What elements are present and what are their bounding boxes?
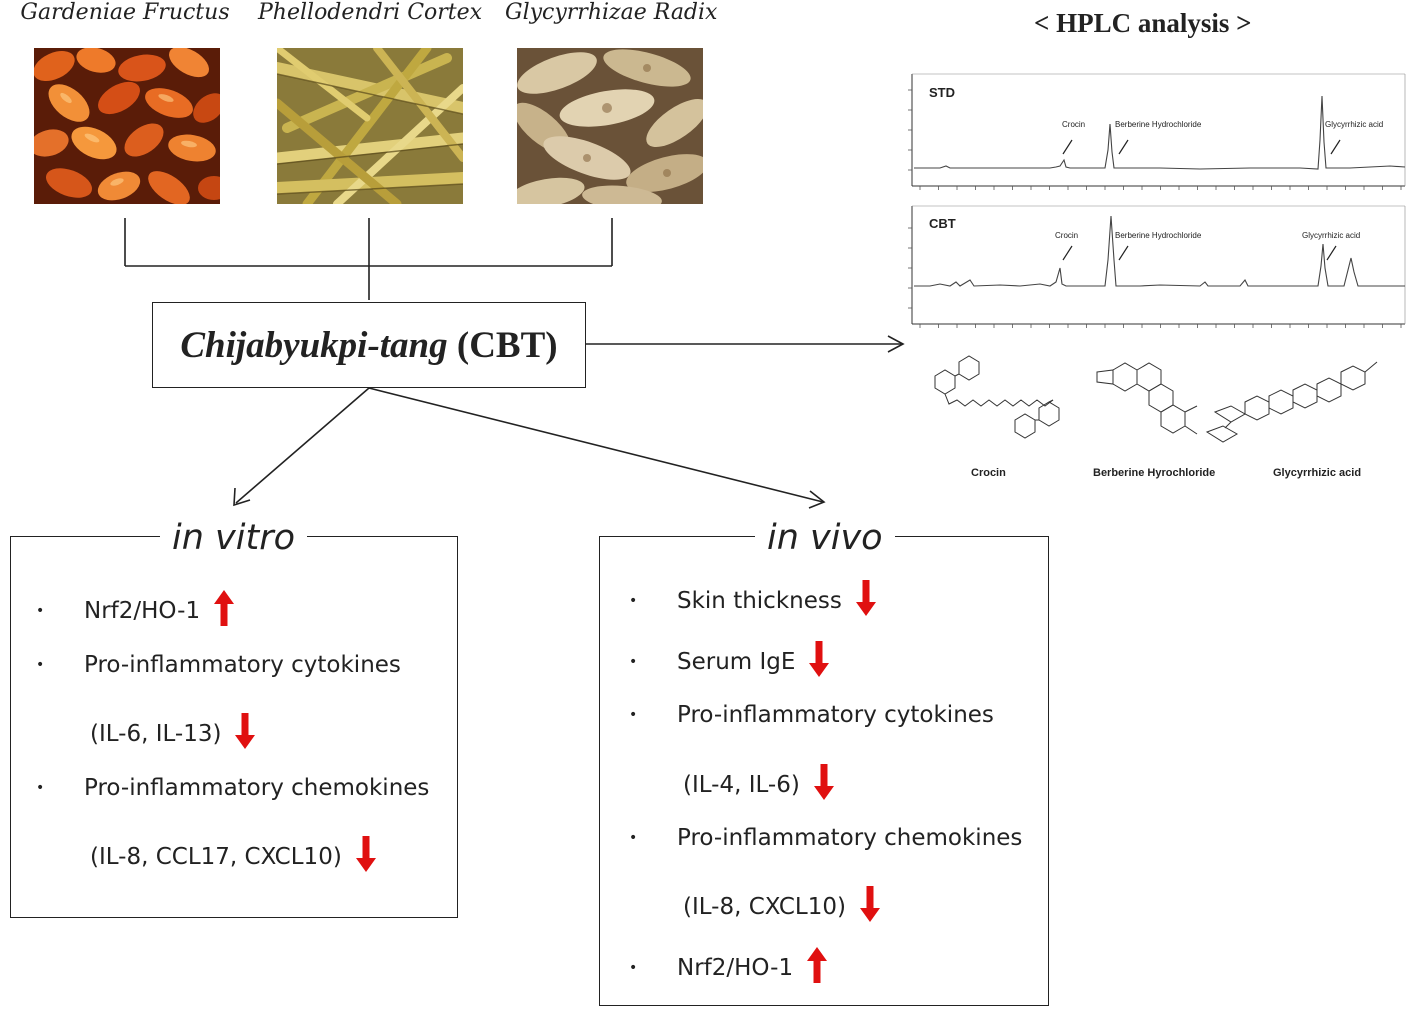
in-vitro-item-text: Pro-inflammatory chemokines: [84, 774, 430, 801]
compound-berberine-label: Berberine Hyrochloride: [1093, 467, 1216, 479]
in-vivo-item-text: Serum IgE: [677, 649, 796, 676]
bullet: •: [36, 779, 45, 796]
bullet: •: [36, 603, 45, 619]
down-arrow-icon: [809, 641, 830, 683]
cbt-label: CBT: [929, 216, 956, 231]
bullet: •: [629, 829, 638, 846]
bullet: •: [629, 707, 638, 724]
std-peak-berberine: Berberine Hydrochloride: [1115, 120, 1202, 129]
bullet: •: [36, 656, 45, 673]
herb-name-gardeniae: Gardeniae Fructus: [20, 0, 230, 25]
berberine-structure: [1096, 362, 1198, 435]
std-chromatogram: [908, 73, 1406, 190]
in-vivo-item: • Pro-inflammatory cytokines: [629, 702, 994, 728]
cbt-peak-berberine: Berberine Hydrochloride: [1115, 231, 1202, 240]
std-label: STD: [929, 85, 955, 100]
bullet: •: [629, 960, 638, 977]
cbt-chromatogram: [908, 205, 1406, 328]
down-arrow-icon: [859, 886, 880, 928]
down-arrow-icon: [855, 580, 876, 622]
cbt-name: Chijabyukpi-tang: [180, 324, 448, 366]
up-arrow-icon: [807, 947, 828, 989]
in-vitro-item-text: Pro-inflammatory cytokines: [84, 651, 401, 678]
in-vitro-item: • Pro-inflammatory chemokines: [36, 775, 429, 801]
in-vitro-item-text: (IL-8, CCL17, CXCL10): [90, 844, 342, 870]
gardeniae-fructus-image: [34, 48, 220, 204]
down-arrow-icon: [235, 713, 256, 755]
compound-glycyrrhizic-label: Glycyrrhizic acid: [1273, 467, 1362, 479]
in-vivo-item: • Skin thickness: [629, 580, 876, 622]
in-vitro-title: in vitro: [160, 518, 307, 558]
in-vivo-item-text: Pro-inflammatory chemokines: [677, 824, 1023, 851]
crocin-structure: [934, 355, 1060, 439]
glycyrrhizic-structure: [1205, 361, 1378, 443]
std-peak-crocin: Crocin: [1062, 120, 1086, 129]
in-vivo-item-text: Skin thickness: [677, 588, 842, 614]
in-vitro-item-text: (IL-6, IL-13): [90, 721, 222, 747]
cbt-peak-crocin: Crocin: [1055, 231, 1079, 240]
in-vivo-item-text: Nrf2/HO-1: [677, 955, 794, 982]
herb-name-phellodendri: Phellodendri Cortex: [258, 0, 483, 25]
compound-crocin-label: Crocin: [971, 467, 1006, 479]
in-vitro-item: (IL-6, IL-13): [36, 713, 256, 755]
in-vivo-item: • Pro-inflammatory chemokines: [629, 825, 1022, 851]
glycyrrhizae-radix-image: [517, 48, 703, 204]
in-vivo-item: • Nrf2/HO-1: [629, 947, 828, 989]
up-arrow-icon: [214, 590, 235, 632]
in-vitro-panel: [10, 536, 458, 918]
in-vivo-item: (IL-8, CXCL10): [629, 886, 880, 928]
down-arrow-icon: [813, 763, 834, 806]
in-vivo-item: (IL-4, IL-6): [629, 763, 834, 806]
in-vivo-title: in vivo: [755, 518, 895, 558]
in-vitro-item: (IL-8, CCL17, CXCL10): [36, 836, 376, 878]
cbt-peak-glycyrrhizic: Glycyrrhizic acid: [1302, 231, 1361, 240]
in-vitro-item: • Nrf2/HO-1: [36, 590, 235, 632]
std-peak-glycyrrhizic: Glycyrrhizic acid: [1325, 120, 1384, 129]
cbt-abbreviation: (CBT): [456, 324, 558, 366]
phellodendri-cortex-image: [277, 48, 463, 204]
in-vivo-item-text: (IL-4, IL-6): [683, 771, 800, 798]
in-vivo-item: • Serum IgE: [629, 641, 830, 683]
hplc-chromatograms: [908, 73, 1406, 328]
bullet: •: [629, 654, 638, 671]
hplc-title: < HPLC analysis >: [1034, 8, 1252, 38]
down-arrow-icon: [355, 836, 376, 878]
bullet: •: [629, 593, 638, 609]
in-vivo-item-text: Pro-inflammatory cytokines: [677, 702, 994, 729]
in-vitro-item: • Pro-inflammatory cytokines: [36, 652, 401, 678]
in-vitro-item-text: Nrf2/HO-1: [84, 598, 201, 624]
chemical-structures: [934, 355, 1378, 443]
in-vivo-item-text: (IL-8, CXCL10): [683, 894, 846, 920]
herb-name-glycyrrhizae: Glycyrrhizae Radix: [505, 0, 718, 25]
cbt-formula-box: Chijabyukpi-tang (CBT): [152, 302, 586, 388]
